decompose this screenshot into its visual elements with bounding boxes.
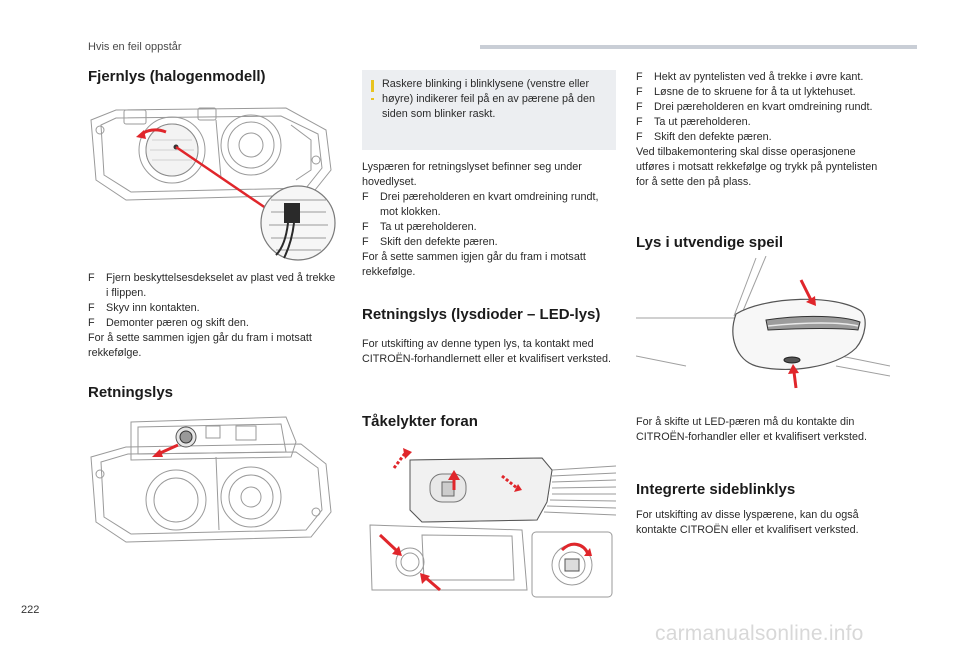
takelykter-step-2: Løsne de to skruene for å ta ut lyktehus… [654,86,856,98]
section-header: Hvis en feil oppstår [88,41,182,53]
header-bar [480,45,917,49]
takelykter-step-1: Hekt av pyntelisten ved å trekke i øvre … [654,71,864,83]
retningslys-intro: Lyspæren for retningslyset befinner seg … [362,161,582,188]
heading-takelykter: Tåkelykter foran [362,413,478,430]
fjernlys-step-2: Skyv inn kontakten. [106,302,200,314]
heading-led: Retningslys (lysdioder – LED-lys) [362,306,601,323]
retningslys-end: For å sette sammen igjen går du fram i m… [362,251,586,278]
takelykter-end: Ved tilbakemontering skal disse operasjo… [636,146,878,188]
takelykter-step-4: Ta ut pæreholderen. [654,116,751,128]
fjernlys-step-1: Fjern beskyttelsesdekselet av plast ved … [106,272,336,299]
speil-text: For å skifte ut LED-pæren må du kontakte… [636,416,868,443]
figure-mirror [636,256,890,389]
watermark: carmanualsonline.info [655,622,864,645]
sideblink-text: For utskifting av disse lyspærene, kan d… [636,509,859,536]
retningslys-step-3: Skift den defekte pæren. [380,236,498,248]
takelykter-step-3: Drei pæreholderen en kvart omdreining ru… [654,101,873,113]
note-marker [371,80,374,100]
retningslys-instructions: Lyspæren for retningslyset befinner seg … [362,160,614,280]
fjernlys-step-3: Demonter pæren og skift den. [106,317,249,329]
takelykter-step-5: Skift den defekte pæren. [654,131,772,143]
heading-retningslys: Retningslys [88,384,174,401]
figure-retningslys-headlamp [90,416,332,543]
led-text: For utskifting av denne typen lys, ta ko… [362,338,612,365]
heading-fjernlys: Fjernlys (halogenmodell) [88,68,266,85]
figure-takelykter [369,448,616,598]
retningslys-step-1: Drei pæreholderen en kvart omdreining ru… [380,191,599,218]
retningslys-step-2: Ta ut pæreholderen. [380,221,477,233]
heading-sideblink: Integrerte sideblinklys [636,481,796,498]
figure-fjernlys-headlamp [90,107,336,261]
note-box: Raskere blinking i blinklysene (venstre … [362,70,616,150]
page-number: 222 [21,604,40,616]
note-text: Raskere blinking i blinklysene (venstre … [382,78,596,120]
fjernlys-end: For å sette sammen igjen går du fram i m… [88,332,312,359]
heading-speil: Lys i utvendige speil [636,234,783,251]
